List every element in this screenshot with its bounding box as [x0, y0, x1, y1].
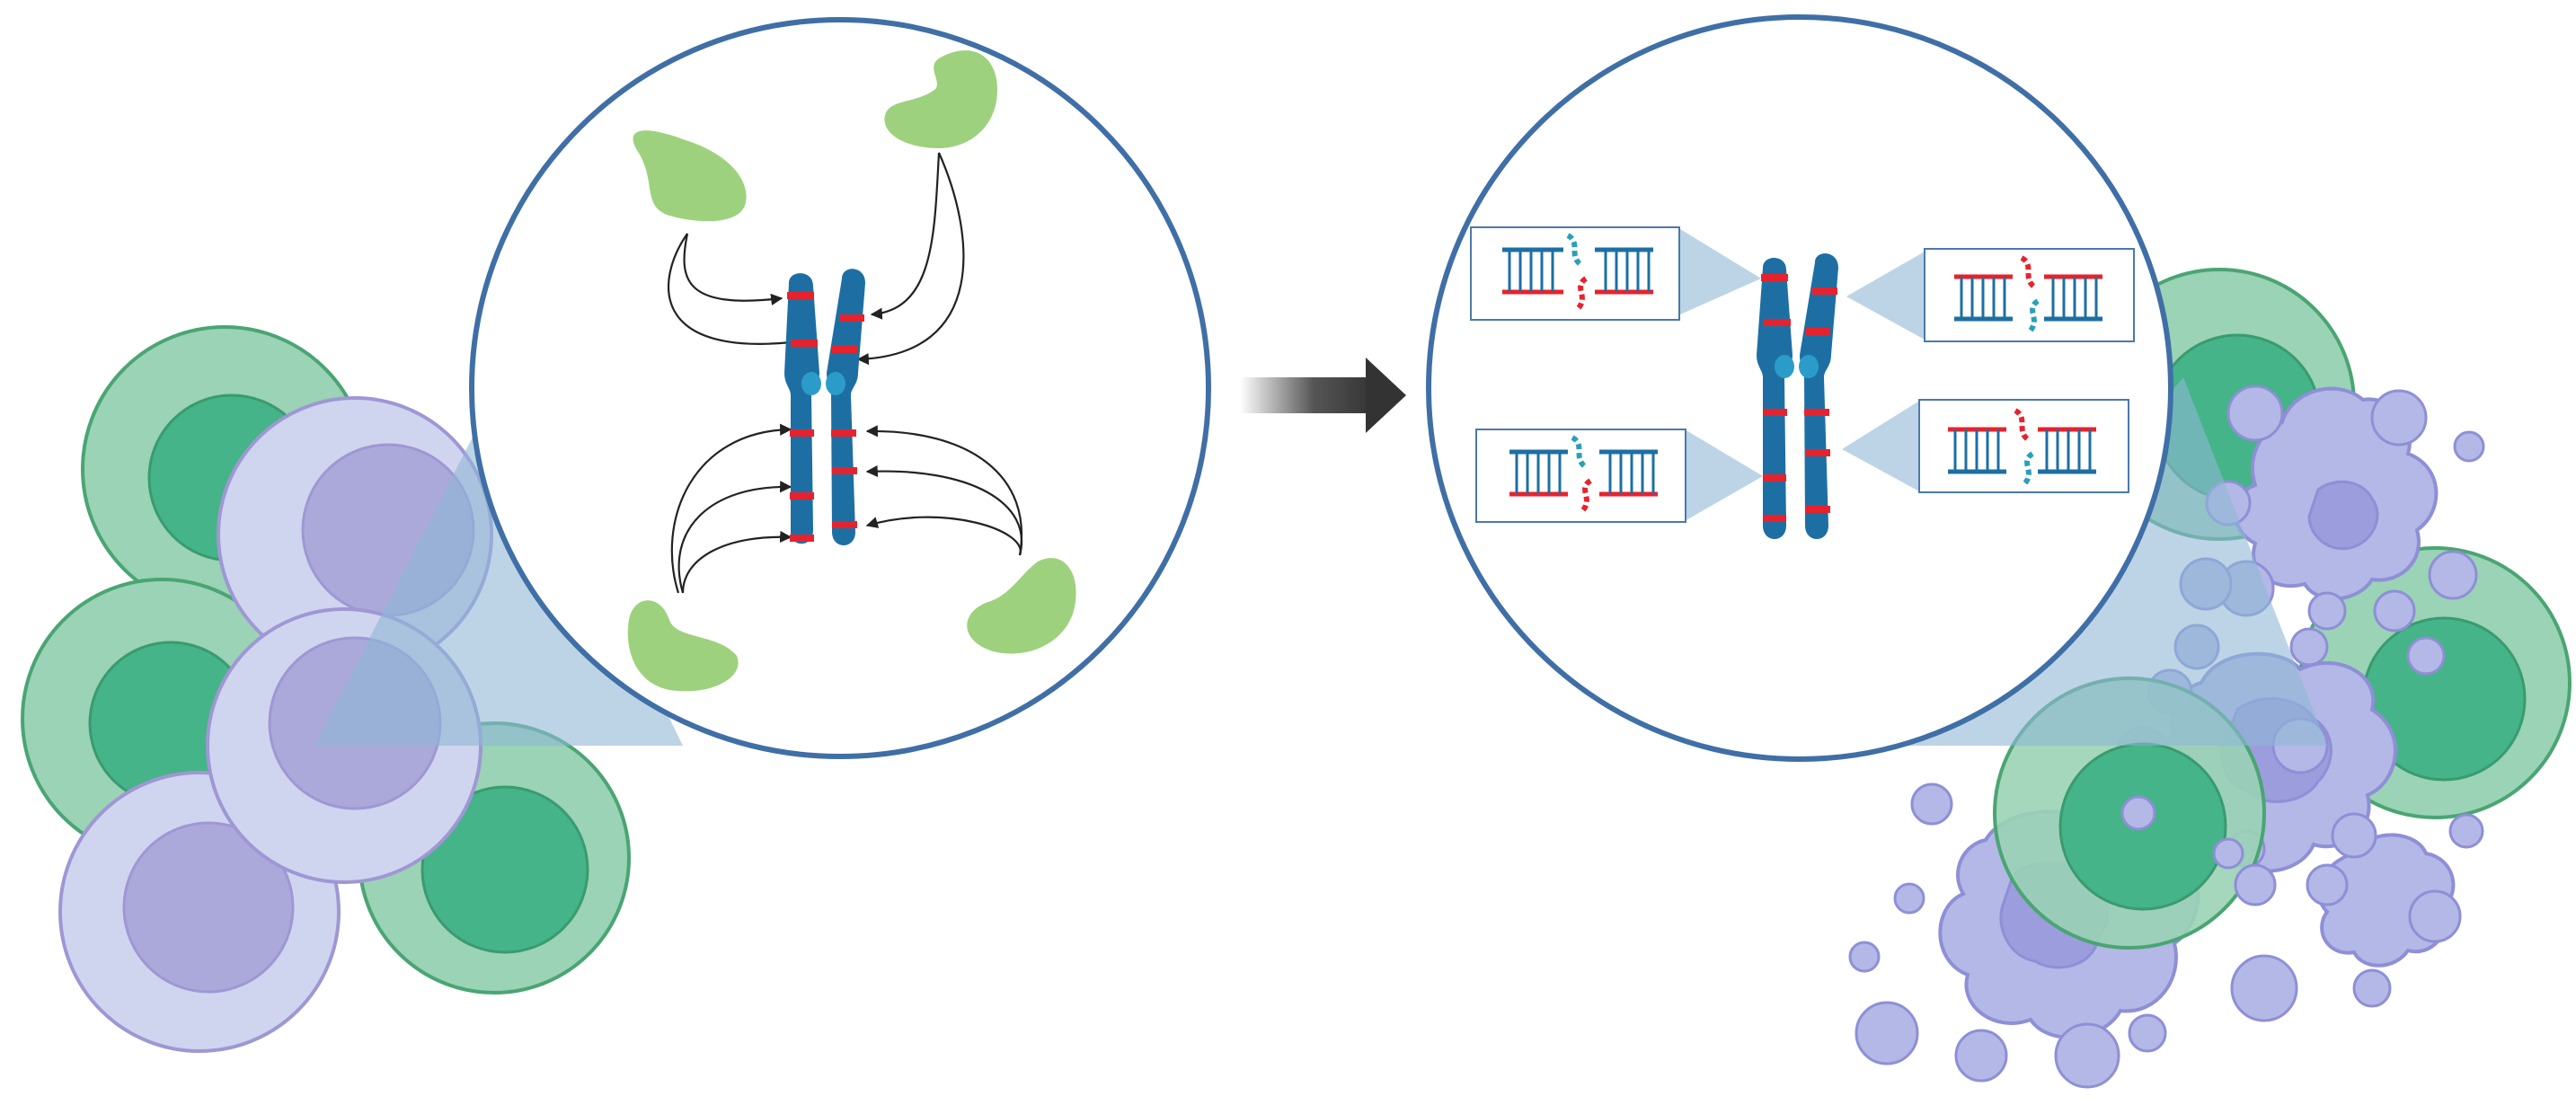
chromatid [827, 269, 865, 545]
dna-break-icon [1470, 226, 1680, 321]
chromosome-icon [784, 269, 865, 545]
chromosome-with-dna-breaks-icon [1426, 14, 2173, 762]
centromere [1799, 355, 1819, 378]
dna-break-icon [1475, 429, 1686, 523]
dna-break-icon [1918, 399, 2129, 493]
chromatid-bands [1761, 274, 1837, 522]
centromere [801, 372, 821, 395]
zoom-circle [1426, 14, 2173, 762]
chromatid-bands [787, 292, 864, 542]
centromere [826, 372, 845, 395]
chromosome-with-binding-proteins-icon [469, 17, 1211, 759]
protein-icon [967, 558, 1076, 654]
callout-wedges [1680, 229, 1925, 521]
protein-icon [884, 50, 997, 149]
chromosome-icon [1757, 253, 1838, 539]
centromere [1775, 355, 1794, 378]
protein-icon [627, 600, 739, 692]
apoptotic-cell-cluster-icon [1848, 268, 2572, 1089]
right-arrow-icon [1240, 358, 1406, 433]
protein-icon [633, 130, 747, 222]
binding-arrows [667, 152, 1023, 594]
dna-break-icon [1924, 248, 2135, 342]
chromatid [1800, 253, 1838, 539]
chromatid [1757, 257, 1793, 539]
